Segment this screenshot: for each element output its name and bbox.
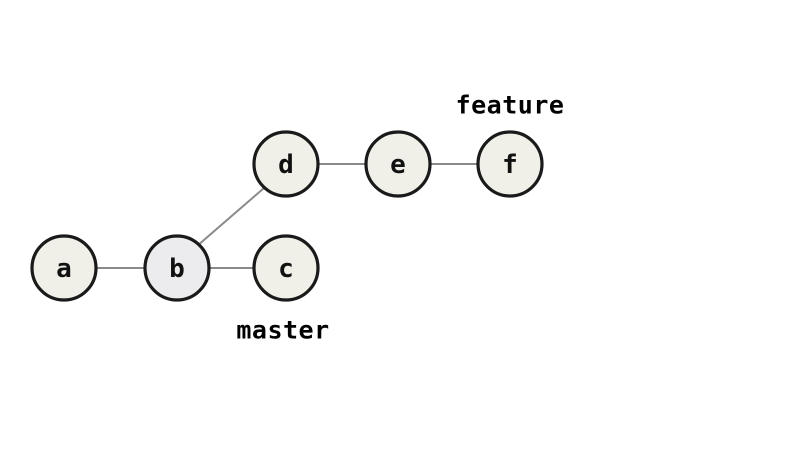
commit-circle-b[interactable]	[143, 234, 211, 302]
commit-label-e: e	[390, 150, 406, 180]
edge-group	[96, 163, 478, 269]
branch-label-group: master feature	[236, 91, 564, 345]
commit-circle-a[interactable]	[30, 234, 98, 302]
commit-node-e[interactable]: e	[364, 130, 432, 198]
commit-node-c[interactable]: c	[252, 234, 320, 302]
commit-label-f: f	[502, 150, 518, 180]
branch-label-master[interactable]: master	[236, 316, 329, 345]
commit-circle-f[interactable]	[476, 130, 544, 198]
commit-label-c: c	[278, 254, 294, 284]
commit-circle-e[interactable]	[364, 130, 432, 198]
node-group: a b c d e f	[30, 130, 544, 302]
edge-b-d	[196, 187, 265, 247]
branch-label-feature[interactable]: feature	[456, 91, 565, 120]
commit-label-b: b	[169, 254, 185, 284]
commit-label-a: a	[56, 254, 72, 284]
commit-node-b[interactable]: b	[143, 234, 211, 302]
commit-label-d: d	[278, 150, 294, 180]
commit-node-a[interactable]: a	[30, 234, 98, 302]
commit-circle-d[interactable]	[252, 130, 320, 198]
commit-node-d[interactable]: d	[252, 130, 320, 198]
commit-circle-c[interactable]	[252, 234, 320, 302]
commit-node-f[interactable]: f	[476, 130, 544, 198]
